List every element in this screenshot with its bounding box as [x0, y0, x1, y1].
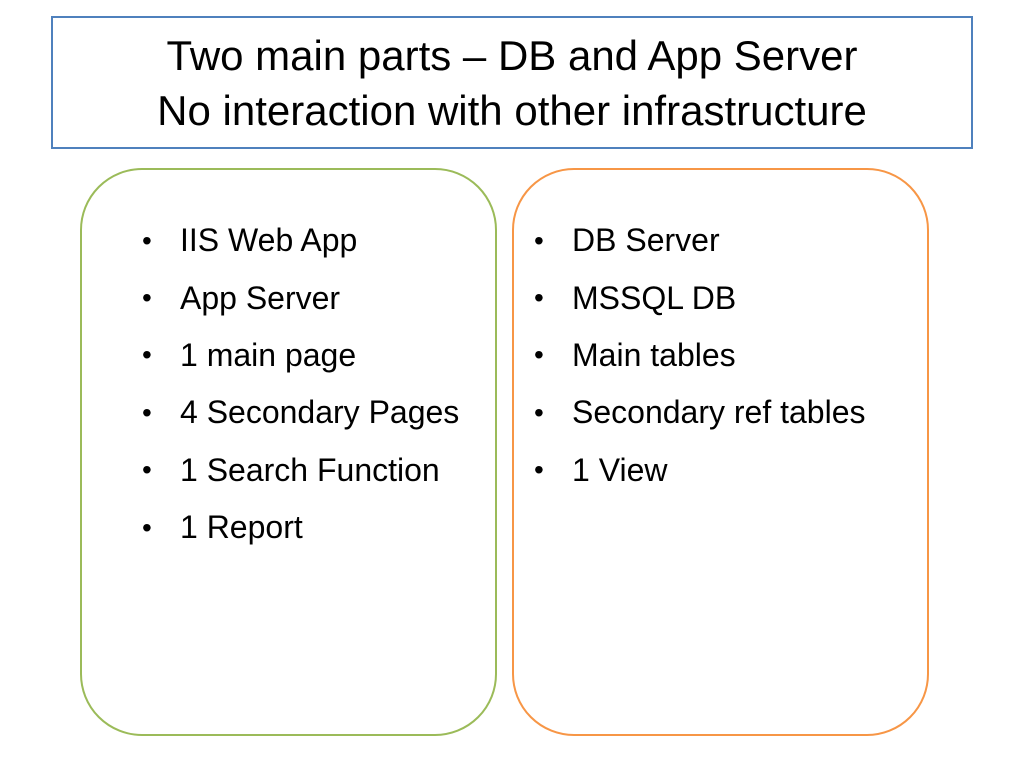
bullet-icon: •: [142, 396, 152, 428]
title-line-2: No interaction with other infrastructure: [157, 86, 867, 134]
title-box: Two main parts – DB and App Server No in…: [51, 16, 973, 149]
list-item-label: 1 Search Function: [180, 451, 440, 488]
list-item-label: IIS Web App: [180, 222, 358, 259]
app-server-panel: • IIS Web App • App Server • 1 main page • 4…: [80, 168, 497, 736]
list-item-label: DB Server: [572, 222, 720, 259]
bullet-icon: •: [142, 224, 152, 256]
list-item: • 1 main page: [142, 327, 459, 384]
list-item: • 1 Report: [142, 499, 459, 556]
list-item-label: 1 Report: [180, 509, 303, 546]
db-server-panel: • DB Server • MSSQL DB • Main tables • Secon…: [512, 168, 929, 736]
bullet-icon: •: [534, 454, 544, 486]
list-item-label: 1 main page: [180, 336, 357, 373]
bullet-icon: •: [534, 396, 544, 428]
list-item-label: Secondary ref tables: [572, 394, 866, 431]
list-item: • MSSQL DB: [534, 269, 866, 326]
bullet-icon: •: [142, 339, 152, 371]
list-item: • 4 Secondary Pages: [142, 384, 459, 441]
list-item-label: Main tables: [572, 336, 736, 373]
list-item: • DB Server: [534, 212, 866, 269]
db-server-list: • DB Server • MSSQL DB • Main tables • Secon…: [534, 212, 866, 499]
list-item: • App Server: [142, 269, 459, 326]
bullet-icon: •: [534, 339, 544, 371]
list-item-label: 1 View: [572, 451, 668, 488]
bullet-icon: •: [142, 511, 152, 543]
list-item-label: App Server: [180, 279, 341, 316]
list-item: • 1 View: [534, 442, 866, 499]
list-item: • Main tables: [534, 327, 866, 384]
list-item-label: MSSQL DB: [572, 279, 737, 316]
bullet-icon: •: [142, 282, 152, 314]
bullet-icon: •: [142, 454, 152, 486]
list-item: • IIS Web App: [142, 212, 459, 269]
list-item-label: 4 Secondary Pages: [180, 394, 460, 431]
bullet-icon: •: [534, 282, 544, 314]
list-item: • 1 Search Function: [142, 442, 459, 499]
bullet-icon: •: [534, 224, 544, 256]
list-item: • Secondary ref tables: [534, 384, 866, 441]
title-line-1: Two main parts – DB and App Server: [166, 31, 858, 79]
app-server-list: • IIS Web App • App Server • 1 main page • 4…: [142, 212, 459, 556]
